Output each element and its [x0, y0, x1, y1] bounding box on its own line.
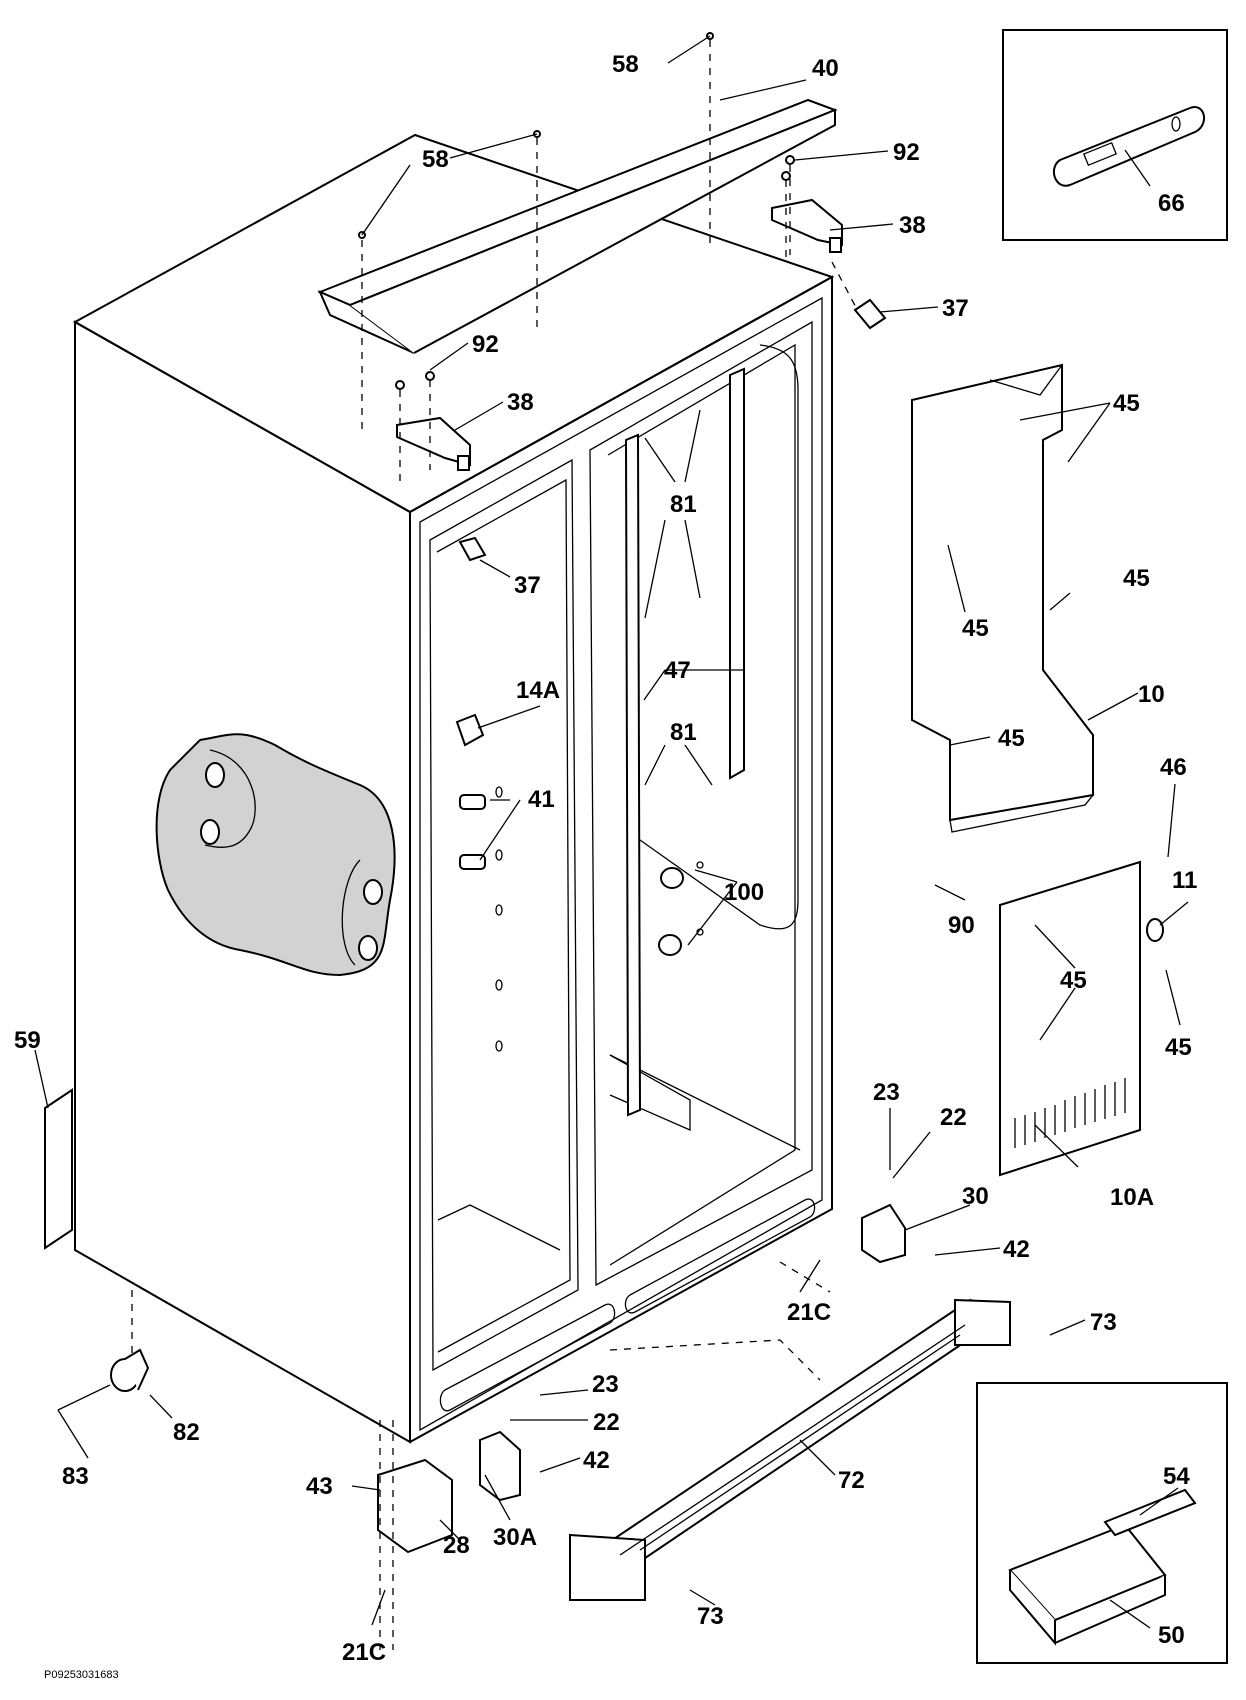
callout-38-right: 38: [899, 212, 926, 239]
callout-73-left: 73: [697, 1603, 724, 1630]
callout-10: 10: [1138, 681, 1165, 708]
callout-45-top: 45: [1113, 390, 1140, 417]
callout-46: 46: [1160, 754, 1187, 781]
callout-100: 100: [724, 879, 764, 906]
hinge-cover: [317, 98, 838, 354]
callout-38-left: 38: [507, 389, 534, 416]
callout-92-right: 92: [893, 139, 920, 166]
callout-22-right: 22: [940, 1104, 967, 1131]
hinge-pins: [459, 786, 503, 1052]
refrigerator-cabinet: [72, 133, 835, 1444]
inset-box-top: [1002, 29, 1228, 241]
callout-58: 58: [422, 146, 449, 173]
callout-45-panel: 45: [1060, 967, 1087, 994]
callout-43: 43: [306, 1473, 333, 1500]
callout-59: 59: [14, 1027, 41, 1054]
callout-22-left: 22: [593, 1409, 620, 1436]
callout-30: 30: [962, 1183, 989, 1210]
callout-28: 28: [443, 1532, 470, 1559]
callout-72: 72: [838, 1467, 865, 1494]
document-id: P09253031683: [44, 1669, 119, 1681]
callout-23-right: 23: [873, 1079, 900, 1106]
plug-left: [458, 536, 487, 562]
callout-83: 83: [62, 1463, 89, 1490]
leader-lines: [34, 35, 1189, 1629]
callout-30a: 30A: [493, 1524, 537, 1551]
rear-panel-upper: [911, 363, 1095, 833]
inset-box-bottom: [976, 1382, 1228, 1664]
callout-66: 66: [1158, 190, 1185, 217]
callout-45-side: 45: [1123, 565, 1150, 592]
callout-58-top: 58: [612, 51, 639, 78]
rear-panel-lower: [999, 860, 1164, 1177]
light-sockets: [658, 861, 704, 956]
callout-47: 47: [664, 657, 691, 684]
callout-45-panel-right: 45: [1165, 1034, 1192, 1061]
callout-54: 54: [1163, 1463, 1190, 1490]
callout-14a: 14A: [516, 677, 560, 704]
plug-right: [853, 298, 887, 330]
top-hinges: [358, 32, 861, 485]
callout-10a: 10A: [1110, 1184, 1154, 1211]
callout-41: 41: [528, 786, 555, 813]
callout-81-upper: 81: [670, 491, 697, 518]
callout-90: 90: [948, 912, 975, 939]
callout-45-lower: 45: [998, 725, 1025, 752]
callout-50: 50: [1158, 1622, 1185, 1649]
callout-81-lower: 81: [670, 719, 697, 746]
toe-grille: [569, 1261, 1011, 1601]
callout-37-right: 37: [942, 295, 969, 322]
thermostat: [455, 713, 485, 747]
callout-40: 40: [812, 55, 839, 82]
roller-assembly: [377, 1458, 453, 1554]
hinge-bracket-left: [479, 1430, 521, 1502]
callout-23-left: 23: [592, 1371, 619, 1398]
callout-73-right: 73: [1090, 1309, 1117, 1336]
shelf-rails: [624, 367, 745, 1117]
callout-21c-left: 21C: [342, 1639, 386, 1666]
leveling-leg: [57, 1290, 150, 1411]
callout-21c-right: 21C: [787, 1299, 831, 1326]
callout-45-mid: 45: [962, 615, 989, 642]
callout-92-left: 92: [472, 331, 499, 358]
callout-42-left: 42: [583, 1447, 610, 1474]
callout-82: 82: [173, 1419, 200, 1446]
callout-labels: 58 40 58 92 38 37 92 38 45 37 81 45 45 1…: [14, 51, 1197, 1666]
side-bracket: [44, 1088, 73, 1250]
callout-42-right: 42: [1003, 1236, 1030, 1263]
callout-11: 11: [1172, 867, 1197, 894]
hinge-bracket-right: [861, 1203, 906, 1264]
callout-37-left: 37: [514, 572, 541, 599]
